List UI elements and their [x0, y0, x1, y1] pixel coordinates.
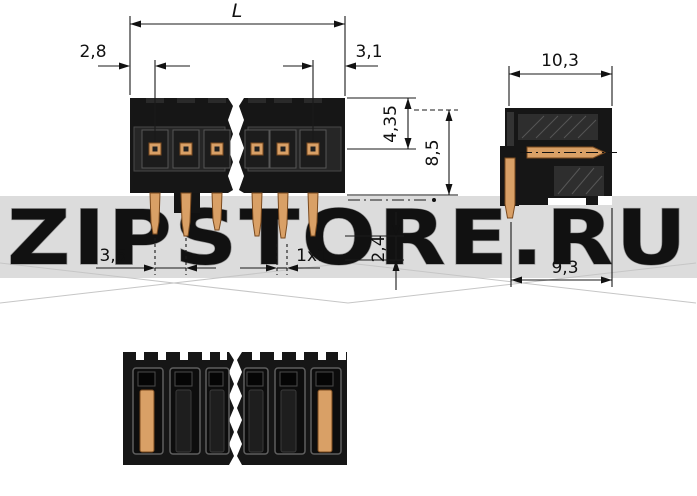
hatching: [521, 115, 597, 139]
side-housing-recess: [518, 114, 598, 140]
dim-total-length-label: L: [232, 0, 243, 22]
side-view: [500, 108, 617, 219]
dim-housing-height-label: 8,5: [423, 139, 443, 166]
dimension-arrows: [119, 20, 612, 284]
side-housing-step: [598, 196, 612, 205]
front-view: [130, 98, 345, 239]
break-edge: [237, 352, 242, 465]
watermark-diagonal-line: [0, 262, 697, 304]
dim-housing-width-label: 10,3: [541, 51, 579, 71]
dim-left-offset-label: 2,8: [79, 42, 106, 62]
dimension-lines: [96, 16, 613, 290]
watermark-text: ZIPSTORE.RU: [7, 193, 689, 282]
watermark-band-background: [0, 196, 697, 278]
face-pins: [148, 142, 320, 156]
housing-top-notch: [208, 98, 226, 103]
side-solder-pin: [504, 157, 516, 219]
dim-right-offset-label: 3,1: [355, 42, 382, 62]
housing-top-notch: [177, 98, 195, 103]
bottom-contact: [317, 389, 333, 453]
dim-pin-square-label: 1x1: [296, 246, 328, 266]
bottom-slot-boxes: [137, 371, 334, 387]
bottom-view: [123, 352, 347, 465]
housing-top-notch: [248, 98, 266, 103]
housing-top-notch: [274, 98, 292, 103]
pin-opening: [172, 129, 200, 169]
dim-pin-pitch-label: 3,5: [99, 246, 126, 266]
bottom-slot-inners: [175, 389, 297, 453]
dim-pin-protrusion-label: 2,4: [369, 235, 389, 262]
side-housing-recess: [554, 166, 604, 196]
break-edge: [239, 98, 244, 193]
bottom-top-notches: [136, 352, 346, 360]
hatching: [557, 167, 603, 195]
solder-pins: [149, 192, 319, 239]
side-housing-step: [548, 198, 586, 205]
bottom-contact: [139, 389, 155, 453]
pin-opening: [203, 129, 231, 169]
dim-pin-drop-label: 4,35: [381, 105, 401, 143]
dim-depth-label: 9,3: [551, 258, 578, 278]
break-edge: [228, 98, 233, 193]
watermark-diagonal-line: [0, 262, 697, 304]
break-edge: [229, 352, 234, 465]
